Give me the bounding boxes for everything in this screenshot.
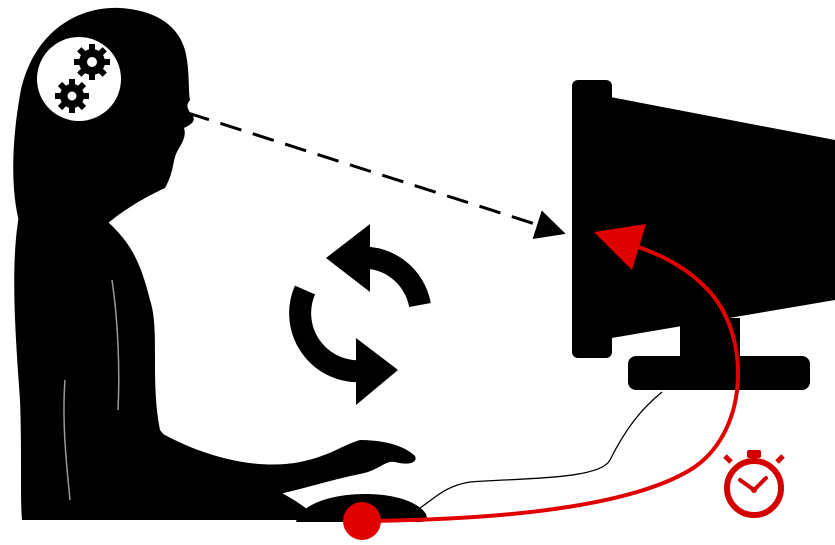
refresh-cycle-icon (300, 224, 420, 405)
gears-icon (37, 37, 121, 121)
mouse-cable (420, 392, 662, 508)
stopwatch-icon (725, 450, 783, 515)
gaze-dashed-arrow (188, 113, 560, 232)
click-point (343, 502, 381, 540)
